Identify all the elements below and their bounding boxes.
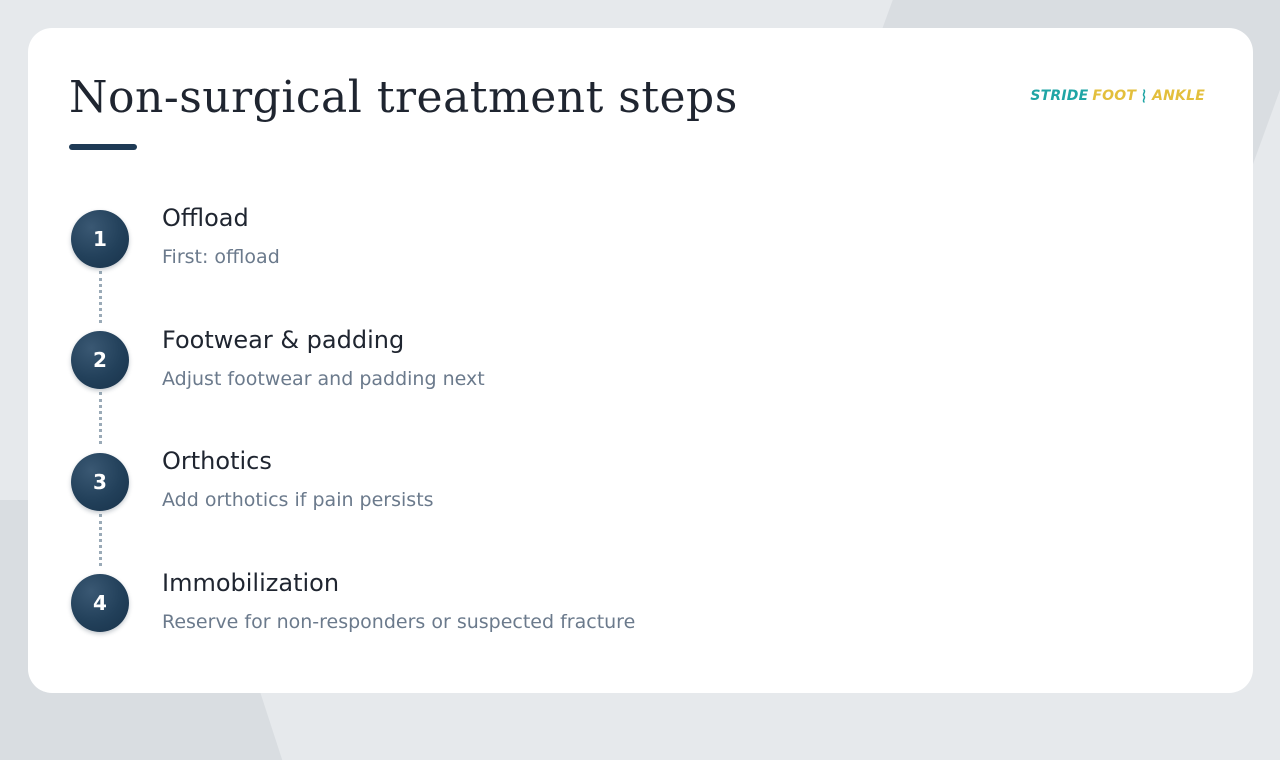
step-connector bbox=[99, 392, 102, 444]
step-number-badge: 1 bbox=[71, 210, 129, 268]
step-connector bbox=[99, 271, 102, 323]
step-number-badge: 3 bbox=[71, 453, 129, 511]
brand-text-foot: FOOT bbox=[1092, 88, 1137, 104]
step-title: Offload bbox=[162, 204, 249, 232]
step-description: Add orthotics if pain persists bbox=[162, 489, 434, 511]
step-description: Adjust footwear and padding next bbox=[162, 368, 485, 390]
steps-timeline: 1 Offload First: offload 2 Footwear & pa… bbox=[28, 28, 1253, 693]
step-number-badge: 2 bbox=[71, 331, 129, 389]
step-item-3: 3 Orthotics Add orthotics if pain persis… bbox=[28, 28, 1253, 511]
step-item-2: 2 Footwear & padding Adjust footwear and… bbox=[28, 28, 1253, 390]
slide-card: Non-surgical treatment steps STRIDE FOOT… bbox=[28, 28, 1253, 693]
step-title: Orthotics bbox=[162, 447, 272, 475]
step-item-1: 1 Offload First: offload bbox=[28, 28, 1253, 268]
title-underline bbox=[69, 144, 137, 150]
step-description: Reserve for non-responders or suspected … bbox=[162, 611, 636, 633]
step-title: Footwear & padding bbox=[162, 326, 405, 354]
brand-text-ankle: ANKLE bbox=[1152, 88, 1205, 104]
brand-logo: STRIDE FOOT ANKLE bbox=[1030, 88, 1205, 104]
step-number-badge: 4 bbox=[71, 574, 129, 632]
step-title: Immobilization bbox=[162, 569, 340, 597]
step-item-4: 4 Immobilization Reserve for non-respond… bbox=[28, 28, 1253, 633]
slide-title: Non-surgical treatment steps bbox=[69, 72, 738, 123]
brand-text-stride: STRIDE bbox=[1030, 88, 1089, 104]
foot-icon bbox=[1140, 89, 1148, 103]
step-description: First: offload bbox=[162, 246, 280, 268]
step-connector bbox=[99, 514, 102, 566]
